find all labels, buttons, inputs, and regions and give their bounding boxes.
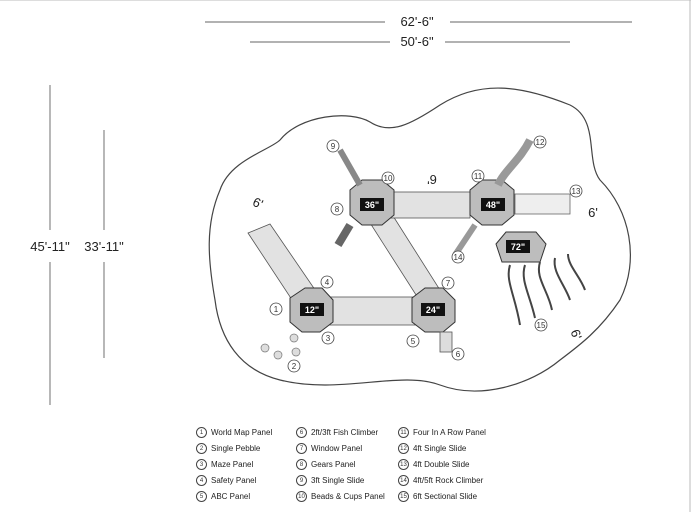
deck-12-label: 12" [305, 305, 319, 315]
callout-13: 13 [569, 184, 583, 198]
callout-10: 10 [381, 171, 395, 185]
callout-6: 6 [451, 347, 465, 361]
slide-stairs [334, 222, 354, 248]
deck-24-label: 24" [426, 305, 440, 315]
svg-text:2: 2 [292, 362, 297, 371]
svg-text:11: 11 [474, 172, 483, 181]
clearance-label-left: 6' [250, 194, 265, 212]
clearance-label-bottom-right: 6' [568, 327, 585, 341]
deck-36: 36" [349, 179, 395, 226]
callout-15: 15 [534, 318, 548, 332]
callout-12: 12 [533, 135, 547, 149]
callout-9: 9 [326, 139, 340, 153]
slide-single-3ft [337, 148, 363, 187]
svg-text:14: 14 [454, 253, 463, 262]
callout-11: 11 [471, 169, 485, 183]
clearance-label-top: 6' [427, 172, 437, 187]
safety-zone-outline [208, 87, 631, 392]
callout-7: 7 [441, 276, 455, 290]
inner-height-label: 33'-11" [84, 239, 124, 254]
callout-1: 1 [269, 302, 283, 316]
svg-text:9: 9 [331, 142, 336, 151]
bridge-lower [325, 296, 419, 326]
callout-14: 14 [451, 250, 465, 264]
deck-24: 24" [411, 287, 456, 333]
svg-text:10: 10 [384, 174, 393, 183]
slide-double-4ft [514, 193, 571, 215]
height-dimension-inner: 33'-11" [84, 130, 124, 358]
callout-3: 3 [321, 331, 335, 345]
single-pebbles [260, 333, 301, 360]
deck-36-label: 36" [365, 200, 379, 210]
height-dimension-outer: 45'-11" [30, 85, 70, 405]
clearance-label-right: 6' [588, 205, 598, 220]
width-dimension-outer: 62'-6" [205, 14, 632, 29]
bridge-upper [389, 191, 471, 219]
outer-height-label: 45'-11" [30, 239, 70, 254]
svg-text:6: 6 [456, 350, 461, 359]
svg-text:15: 15 [537, 321, 546, 330]
outer-width-label: 62'-6" [400, 14, 434, 29]
svg-text:7: 7 [446, 279, 451, 288]
svg-text:8: 8 [335, 205, 340, 214]
deck-48-label: 48" [486, 200, 500, 210]
svg-text:1: 1 [274, 305, 279, 314]
svg-text:5: 5 [411, 337, 416, 346]
callout-4: 4 [320, 275, 334, 289]
deck-12: 12" [289, 287, 334, 333]
deck-48: 48" [469, 179, 515, 226]
svg-text:4: 4 [325, 278, 330, 287]
deck-72-label: 72" [511, 242, 525, 252]
fish-climber [439, 331, 453, 353]
deck-72: 72" [495, 231, 547, 263]
slide-single-4ft [494, 138, 534, 187]
callout-2: 2 [287, 359, 301, 373]
svg-text:12: 12 [536, 138, 545, 147]
inner-width-label: 50'-6" [400, 34, 434, 49]
width-dimension-inner: 50'-6" [250, 34, 570, 49]
callout-8: 8 [330, 202, 344, 216]
svg-text:13: 13 [572, 187, 581, 196]
svg-text:3: 3 [326, 334, 331, 343]
callout-5: 5 [406, 334, 420, 348]
sectional-slide [507, 253, 586, 326]
rock-climber [452, 223, 478, 257]
